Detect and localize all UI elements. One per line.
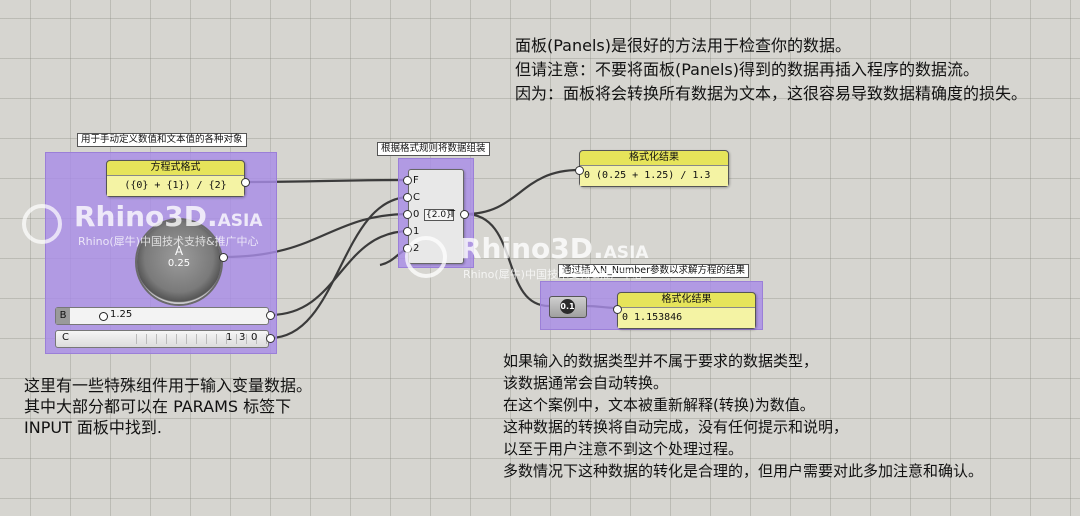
panel-value: ({0} + {1}) / {2} — [107, 175, 244, 196]
scroller-digit[interactable]: 0 — [251, 332, 258, 343]
note-line: 因为：面板将会转换所有数据为文本，这很容易导致数据精确度的损失。 — [515, 84, 1028, 103]
input-port-c[interactable] — [403, 193, 412, 202]
number-dial[interactable]: A 0.25 — [137, 220, 221, 304]
output-pin-t[interactable]: T — [449, 209, 456, 220]
wire-slider-b-to-1 — [269, 229, 411, 317]
dial-name: A — [174, 244, 184, 258]
note-line: 多数情况下这种数据的转化是合理的，但用户需要对此多加注意和确认。 — [503, 462, 984, 480]
number-slider-b[interactable]: B 1.25 — [55, 307, 269, 325]
result-panel-number[interactable]: 格式化结果 0 1.153846 — [617, 292, 756, 329]
slider-b-name: B — [56, 308, 70, 324]
output-port-t[interactable] — [460, 210, 469, 219]
result-panel-2-input-port[interactable] — [613, 305, 622, 314]
scroller-digit[interactable]: 3 — [239, 332, 246, 343]
input-components-note: 这里有一些特殊组件用于输入变量数据。 其中大部分都可以在 PARAMS 标签下 … — [24, 375, 312, 438]
panels-note: 面板(Panels)是很好的方法用于检查你的数据。 但请注意：不要将面板(Pan… — [515, 34, 1027, 106]
format-panel-output-port[interactable] — [241, 178, 250, 187]
scroller-ticks — [136, 334, 276, 344]
note-line: 以至于用户注意不到这个处理过程。 — [503, 440, 744, 458]
format-string-panel[interactable]: 方程式格式 ({0} + {1}) / {2} — [106, 160, 245, 197]
note-line: 这里有一些特殊组件用于输入变量数据。 — [24, 376, 313, 395]
input-pin-1[interactable]: 1 — [413, 226, 420, 237]
watermark-brand: Rhino3D.ASIA — [74, 200, 263, 233]
input-port-0[interactable] — [403, 210, 412, 219]
panel-value: 0 (0.25 + 1.25) / 1.3 — [580, 165, 728, 186]
scroller-digit[interactable]: 1 — [226, 332, 233, 343]
panel-title: 格式化结果 — [629, 152, 679, 163]
watermark-sub: Rhino(犀牛)中国技术支持&推广中心 — [463, 268, 644, 281]
input-pin-c[interactable]: C — [413, 192, 420, 203]
watermark-logo-icon — [22, 204, 62, 244]
note-line: 面板(Panels)是很好的方法用于检查你的数据。 — [515, 36, 851, 55]
input-port-f[interactable] — [403, 176, 412, 185]
digit-scroller-c[interactable]: C 1 3 0 — [55, 330, 276, 348]
note-line: 这种数据的转换将自动完成，没有任何提示和说明， — [503, 418, 849, 436]
watermark-suffix: ASIA — [217, 211, 263, 231]
watermark-brand: Rhino3D.ASIA — [460, 232, 649, 265]
watermark-brand-text: Rhino3D. — [460, 232, 604, 265]
note-line: 如果输入的数据类型并不属于要求的数据类型， — [503, 352, 819, 370]
slider-b-output-port[interactable] — [266, 311, 275, 320]
watermark-sub: Rhino(犀牛)中国技术支持&推广中心 — [78, 235, 259, 248]
note-line: INPUT 面板中找到. — [24, 418, 162, 437]
wire-T-to-param — [464, 212, 550, 308]
input-port-1[interactable] — [403, 227, 412, 236]
watermark-suffix: ASIA — [603, 243, 649, 263]
panel-title: 格式化结果 — [661, 294, 712, 305]
dial-output-port[interactable] — [219, 253, 228, 262]
format-group-label: 根据格式规则将数据组装 — [377, 142, 490, 156]
result-panel-1-input-port[interactable] — [575, 166, 584, 175]
note-line: 该数据通常会自动转换。 — [503, 374, 669, 392]
note-line: 其中大部分都可以在 PARAMS 标签下 — [24, 397, 292, 416]
watermark-brand-text: Rhino3D. — [74, 200, 218, 233]
slider-b-grip[interactable] — [99, 312, 108, 321]
slider-b-value: 1.25 — [110, 309, 133, 320]
note-line: 在这个案例中，文本被重新解释(转换)为数值。 — [503, 396, 815, 414]
input-pin-f[interactable]: F — [413, 175, 419, 186]
watermark-logo-icon — [405, 236, 447, 278]
number-param[interactable]: 0.1 — [549, 296, 587, 318]
component-center-label: {2.0} — [424, 209, 454, 221]
wire-slider-c-to-C — [269, 195, 411, 340]
number-param-badge: 0.1 — [560, 299, 575, 314]
panel-value: 0 1.153846 — [618, 307, 755, 328]
note-line: 但请注意：不要将面板(Panels)得到的数据再插入程序的数据流。 — [515, 60, 979, 79]
dial-value: 0.25 — [167, 258, 191, 269]
input-group-label: 用于手动定义数值和文本值的各种对象 — [77, 133, 247, 147]
wire-T-to-result — [464, 168, 580, 216]
type-conversion-note: 如果输入的数据类型并不属于要求的数据类型， 该数据通常会自动转换。 在这个案例中… — [503, 350, 983, 482]
panel-title: 方程式格式 — [150, 162, 201, 173]
scroller-c-name: C — [62, 332, 69, 343]
input-pin-0[interactable]: 0 — [413, 209, 420, 220]
eval-group-label: 通过插入N_Number参数以求解方程的结果 — [558, 264, 750, 278]
slider-c-output-port[interactable] — [266, 334, 275, 343]
result-panel-text[interactable]: 格式化结果 0 (0.25 + 1.25) / 1.3 — [579, 150, 729, 187]
